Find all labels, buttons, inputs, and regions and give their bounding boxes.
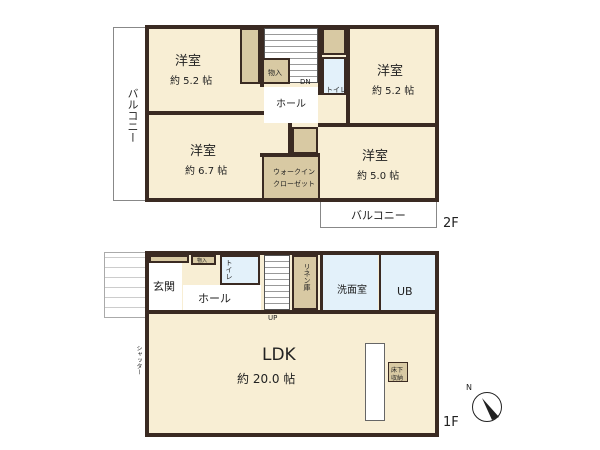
compass-north-label: N [466, 383, 472, 392]
stairs-1f [264, 255, 290, 310]
walkin-label: クローゼット [273, 180, 315, 188]
hall-label: ホール [276, 99, 306, 110]
entrance: 玄関 [149, 262, 182, 310]
toilet-1f: トイレ [220, 255, 260, 285]
balcony-left-label: バルコニー [126, 88, 139, 143]
hall-1f: ホール [183, 285, 261, 310]
toilet-label: トイレ [225, 259, 233, 280]
underfloor-label: 収納 [391, 375, 404, 382]
ldk-size: 約 20.0 帖 [237, 372, 296, 386]
stairs-dn-label: DN [300, 78, 311, 86]
storage-label: 物入 [197, 258, 208, 264]
entrance-label: 玄関 [153, 280, 175, 293]
toilet-label: トイレ [326, 86, 347, 94]
washroom-label: 洗面室 [337, 285, 367, 296]
shoe-storage [149, 255, 189, 263]
balcony-bottom-label: バルコニー [351, 209, 406, 222]
walk-in-closet: ウォークイン クローゼット [262, 155, 320, 200]
ldk-label: LDK [262, 345, 296, 365]
room-size: 約 5.2 帖 [372, 86, 415, 97]
closet [322, 28, 346, 55]
underfloor-label: 床下 [391, 367, 404, 374]
floor-label-2f: 2F [443, 216, 459, 231]
storage-2f: 物入 [262, 58, 290, 84]
hall-2f: ホール [264, 87, 318, 123]
shutter-label: シャッター [135, 345, 142, 375]
unit-bath: UB [379, 255, 435, 310]
room-name: 洋室 [377, 64, 404, 79]
toilet-2f: トイレ [322, 57, 347, 95]
walkin-label: ウォークイン [273, 168, 315, 176]
storage-1f: 物入 [191, 255, 216, 265]
room-name: 洋室 [175, 54, 202, 69]
room-size: 約 6.7 帖 [185, 166, 228, 177]
linen-label: リネン庫 [303, 263, 311, 291]
room-name: 洋室 [362, 149, 389, 164]
floor-label-1f: 1F [443, 415, 459, 430]
bath-label: UB [397, 285, 413, 298]
linen-storage: リネン庫 [292, 255, 318, 310]
room-size: 約 5.0 帖 [357, 171, 400, 182]
room-name: 洋室 [190, 144, 217, 159]
hall-label: ホール [198, 292, 231, 305]
entrance-porch [104, 252, 147, 318]
balcony-left-2f: バルコニー [113, 27, 147, 201]
stairs-up-label: UP [268, 314, 278, 322]
kitchen-counter [365, 343, 385, 421]
underfloor-storage: 床下 収納 [388, 362, 408, 382]
closet [292, 127, 318, 154]
room-size: 約 5.2 帖 [170, 76, 213, 87]
compass [472, 392, 502, 422]
storage-label: 物入 [268, 69, 282, 77]
balcony-bottom-2f: バルコニー [320, 198, 437, 228]
washroom: 洗面室 [320, 255, 378, 310]
closet [240, 28, 260, 84]
north-arrow-icon [482, 398, 499, 420]
